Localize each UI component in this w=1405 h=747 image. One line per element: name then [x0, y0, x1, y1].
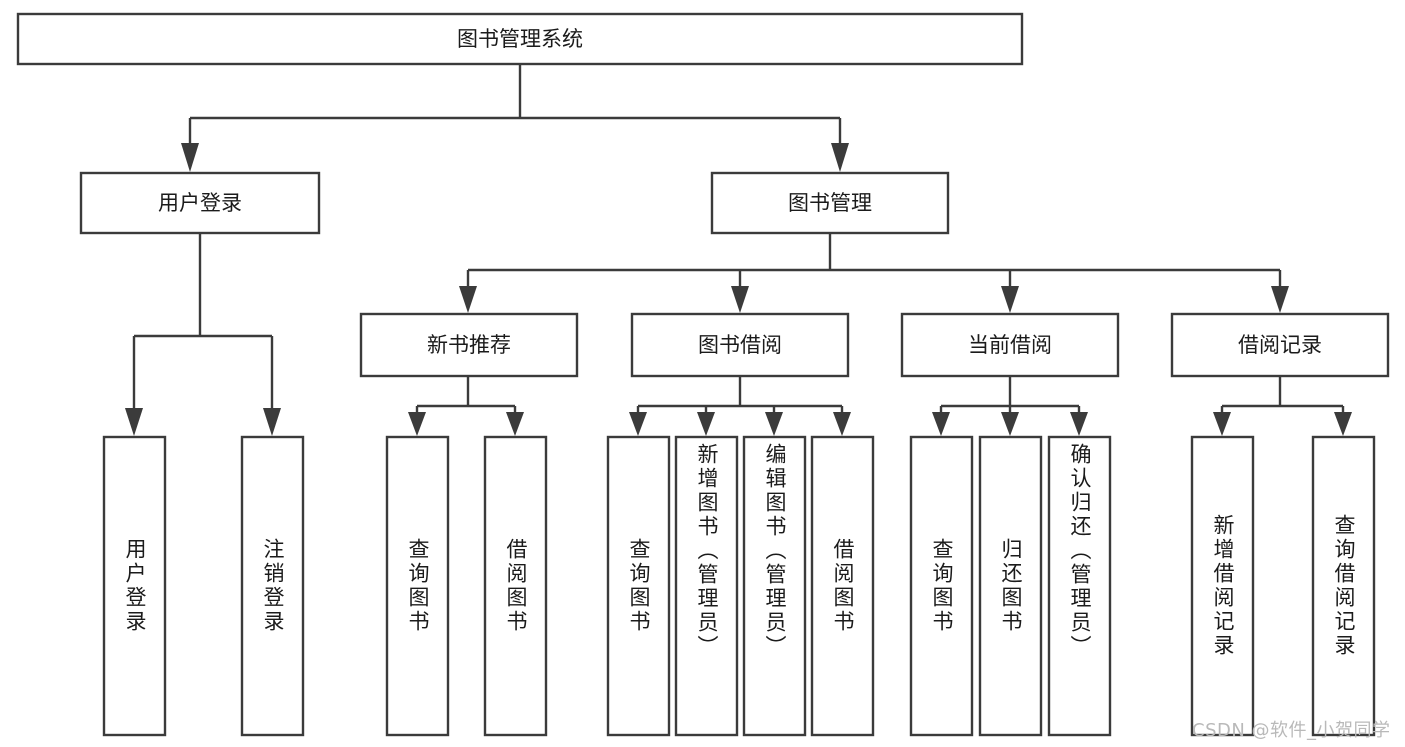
leaf-box-add-record[interactable]: [1190, 435, 1255, 737]
node-current-borrow[interactable]: 当前借阅: [900, 312, 1120, 378]
arrowhead-leaf-query-record: [1334, 412, 1352, 436]
node-borrow-record[interactable]: 借阅记录: [1170, 312, 1390, 378]
node-new-book-recommend-label: 新书推荐: [427, 333, 511, 357]
node-current-borrow-label: 当前借阅: [968, 333, 1052, 357]
leaf-box-confirm-return[interactable]: [1047, 435, 1112, 737]
node-root-label: 图书管理系统: [457, 27, 583, 51]
node-book-borrow[interactable]: 图书借阅: [630, 312, 850, 378]
node-root[interactable]: 图书管理系统: [16, 12, 1024, 66]
arrowhead-current-borrow: [1001, 286, 1019, 313]
connector-userlogin-to-leaves: [125, 234, 281, 436]
arrowhead-leaf-borrow-book-1: [506, 412, 524, 436]
arrowhead-book-borrow: [731, 286, 749, 313]
arrowhead-leaf-query-book-2: [629, 412, 647, 436]
leaf-box-query-book-1[interactable]: [385, 435, 450, 737]
connector-currentborrow-to-leaves: [932, 376, 1088, 436]
arrowhead-new-book: [459, 286, 477, 313]
leaf-box-query-record[interactable]: [1311, 435, 1376, 737]
arrowhead-leaf-return-book: [1001, 412, 1019, 436]
node-book-borrow-label: 图书借阅: [698, 333, 782, 357]
node-borrow-record-label: 借阅记录: [1238, 333, 1322, 357]
node-user-login-label: 用户登录: [158, 191, 242, 215]
node-new-book-recommend-box[interactable]: [359, 312, 579, 378]
arrowhead-borrow-record: [1271, 286, 1289, 313]
watermark-text: CSDN @软件_小贺同学: [1192, 720, 1391, 741]
node-book-management-label: 图书管理: [788, 191, 872, 215]
arrowhead-leaf-add-book: [697, 412, 715, 436]
arrowhead-book-mgmt: [831, 143, 849, 172]
node-book-management[interactable]: 图书管理: [710, 171, 950, 235]
leaf-box-add-book[interactable]: [674, 435, 739, 737]
arrowhead-leaf-query-book-1: [408, 412, 426, 436]
connector-bookborrow-to-leaves: [629, 376, 851, 436]
node-current-borrow-box[interactable]: [900, 312, 1120, 378]
leaf-box-query-book-3[interactable]: [909, 435, 974, 737]
node-book-management-box[interactable]: [710, 171, 950, 235]
connector-bookmgmt-to-level3: [459, 234, 1289, 313]
connector-newbook-to-leaves: [408, 376, 524, 436]
node-new-book-recommend[interactable]: 新书推荐: [359, 312, 579, 378]
node-root-box[interactable]: [16, 12, 1024, 66]
leaf-box-logout[interactable]: [240, 435, 305, 737]
node-user-login[interactable]: 用户登录: [79, 171, 321, 235]
arrowhead-leaf-add-record: [1213, 412, 1231, 436]
connector-root-to-level2: [181, 64, 849, 172]
node-user-login-box[interactable]: [79, 171, 321, 235]
arrowhead-leaf-query-book-3: [932, 412, 950, 436]
node-book-borrow-box[interactable]: [630, 312, 850, 378]
arrowhead-leaf-logout: [263, 408, 281, 436]
leaf-box-edit-book[interactable]: [742, 435, 807, 737]
arrowhead-leaf-confirm-return: [1070, 412, 1088, 436]
leaf-box-borrow-book-2[interactable]: [810, 435, 875, 737]
leaf-box-user-login[interactable]: [102, 435, 167, 737]
arrowhead-leaf-user-login: [125, 408, 143, 436]
node-borrow-record-box[interactable]: [1170, 312, 1390, 378]
leaf-box-borrow-book-1[interactable]: [483, 435, 548, 737]
leaf-box-return-book[interactable]: [978, 435, 1043, 737]
arrowhead-leaf-borrow-book-2: [833, 412, 851, 436]
arrowhead-leaf-edit-book: [765, 412, 783, 436]
arrowhead-user-login: [181, 143, 199, 172]
connector-borrowrecord-to-leaves: [1213, 376, 1352, 436]
leaf-box-query-book-2[interactable]: [606, 435, 671, 737]
